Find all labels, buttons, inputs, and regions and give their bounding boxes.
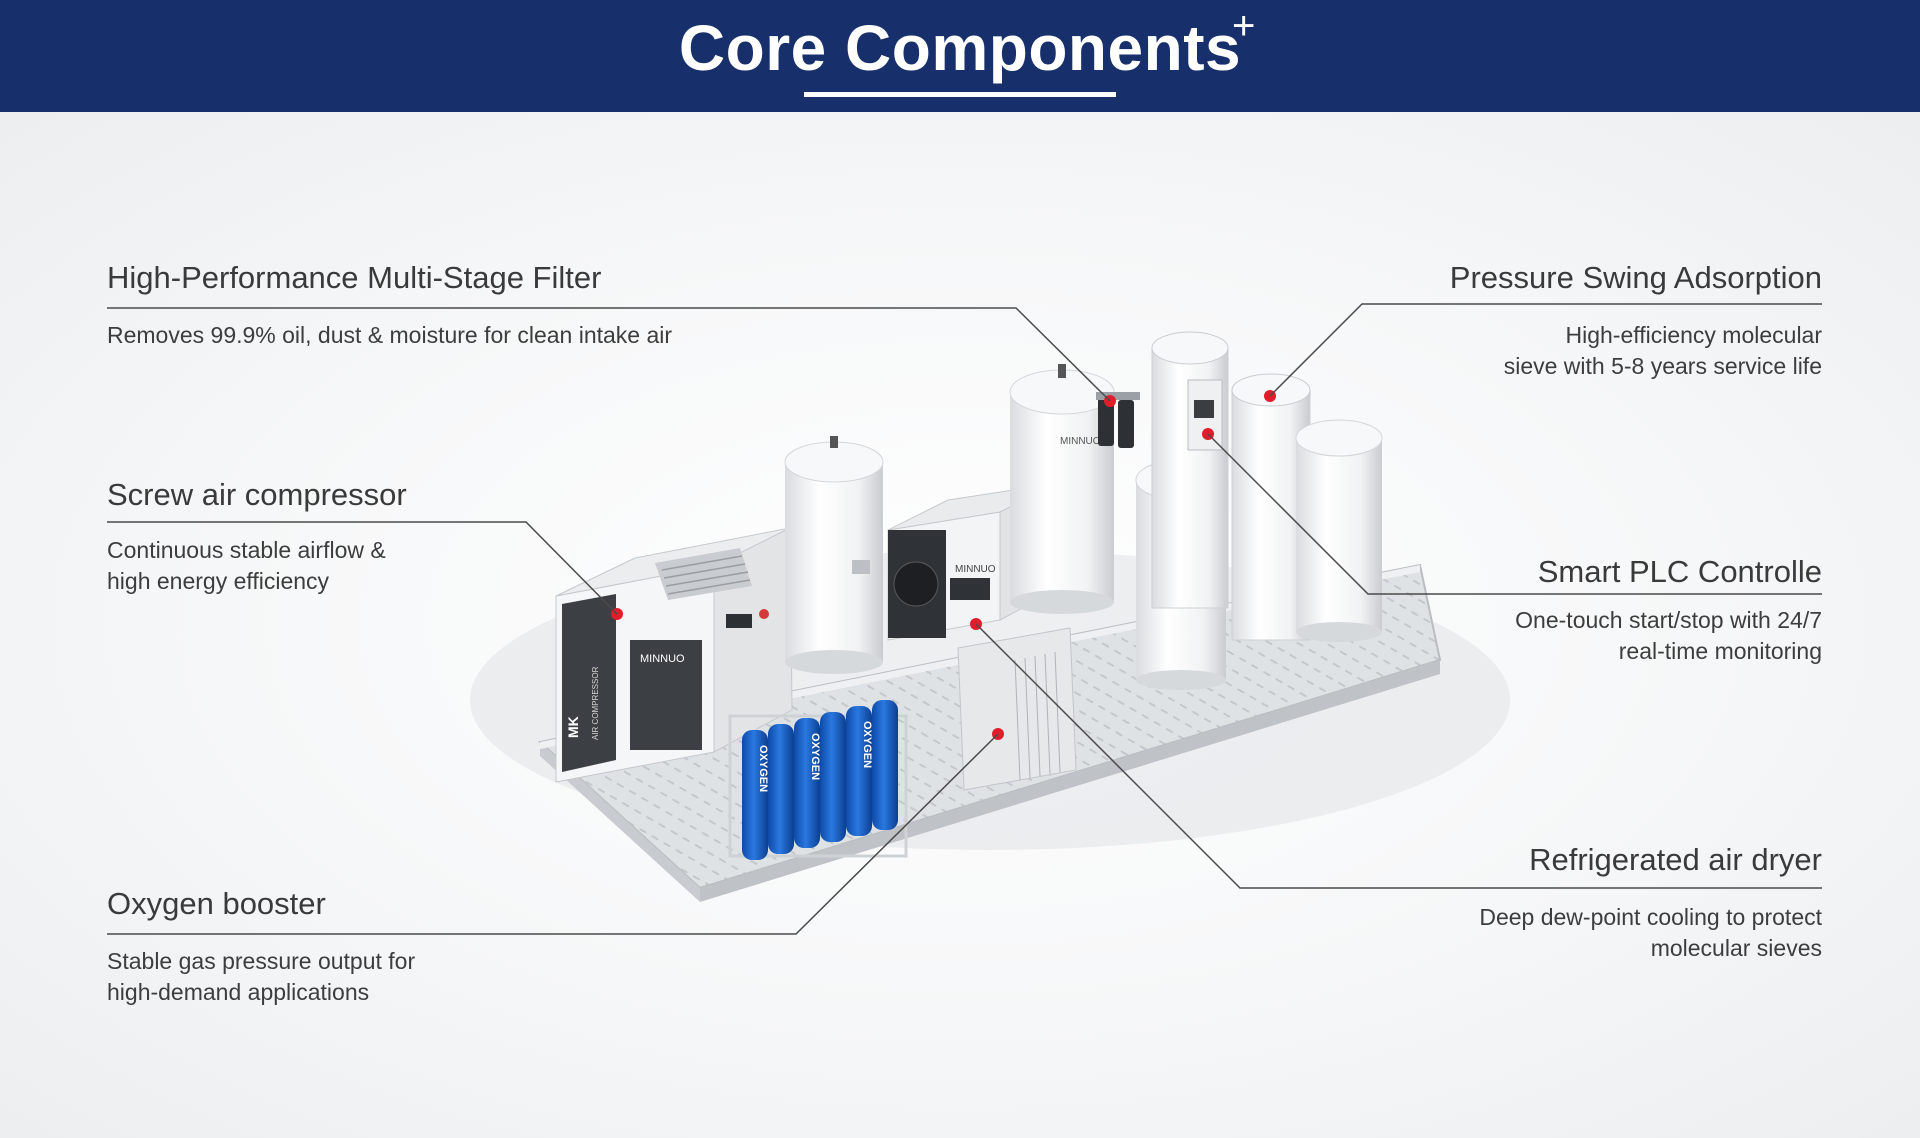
psa-title: Pressure Swing Adsorption bbox=[1449, 260, 1822, 295]
dryer-description: Deep dew-point cooling to protect molecu… bbox=[1479, 902, 1822, 964]
leader-filter bbox=[107, 307, 1111, 402]
compressor-description-line: high energy efficiency bbox=[107, 568, 330, 594]
compressor-description-line: Continuous stable airflow & bbox=[107, 537, 386, 563]
dryer-brand-text: MINNUO bbox=[955, 564, 996, 575]
dryer-title: Refrigerated air dryer bbox=[1529, 842, 1822, 877]
filter-description: Removes 99.9% oil, dust & moisture for c… bbox=[107, 320, 672, 351]
title-underline bbox=[804, 92, 1116, 97]
plc-description: One-touch start/stop with 24/7 real-time… bbox=[1515, 605, 1822, 667]
filter-description-line: Removes 99.9% oil, dust & moisture for c… bbox=[107, 322, 673, 348]
booster-title: Oxygen booster bbox=[107, 886, 326, 921]
cylinder-label: OXYGEN bbox=[809, 733, 821, 780]
psa-description-line: High-efficiency molecular bbox=[1565, 322, 1822, 348]
cylinder-label: OXYGEN bbox=[757, 745, 769, 792]
compressor-description: Continuous stable airflow & high energy … bbox=[107, 535, 386, 597]
leader-booster bbox=[107, 733, 999, 935]
compressor-sub-text: AIR COMPRESSOR bbox=[591, 666, 600, 740]
screw-air-compressor-unit: MINNUO MK AIR COMPRESSOR bbox=[555, 527, 793, 783]
air-receiver-tank-1 bbox=[784, 436, 884, 674]
cylinder-label: OXYGEN bbox=[861, 721, 873, 768]
title-plus-mark: + bbox=[1232, 4, 1256, 48]
filter-title: High-Performance Multi-Stage Filter bbox=[107, 260, 602, 295]
plc-title: Smart PLC Controlle bbox=[1537, 554, 1822, 589]
booster-description: Stable gas pressure output for high-dema… bbox=[107, 946, 415, 1008]
tank-brand-text: MINNUO bbox=[1060, 436, 1101, 447]
plc-description-line: real-time monitoring bbox=[1618, 638, 1822, 664]
psa-adsorption-towers bbox=[1151, 331, 1383, 642]
psa-description-line: sieve with 5-8 years service life bbox=[1503, 353, 1822, 379]
leader-dryer bbox=[975, 623, 1822, 889]
compressor-model-text: MK bbox=[565, 716, 581, 738]
multi-stage-filter-unit bbox=[1096, 392, 1140, 448]
leader-plc bbox=[1207, 433, 1822, 595]
booster-description-line: high-demand applications bbox=[107, 979, 370, 1005]
compressor-title: Screw air compressor bbox=[107, 477, 407, 512]
dryer-description-line: Deep dew-point cooling to protect bbox=[1479, 904, 1822, 930]
page-title-text: Core Components bbox=[678, 12, 1242, 84]
oxygen-cylinder-rack: OXYGEN OXYGEN OXYGEN bbox=[728, 700, 908, 860]
compressor-brand-text: MINNUO bbox=[640, 653, 685, 665]
psa-description: High-efficiency molecular sieve with 5-8… bbox=[1504, 320, 1822, 382]
page-title: Core Components bbox=[0, 6, 1920, 90]
leader-psa bbox=[1269, 303, 1822, 397]
air-receiver-tank-2: MINNUO bbox=[1009, 364, 1115, 614]
plc-description-line: One-touch start/stop with 24/7 bbox=[1515, 607, 1822, 633]
booster-description-line: Stable gas pressure output for bbox=[107, 948, 416, 974]
leader-compressor bbox=[107, 521, 618, 615]
dryer-description-line: molecular sieves bbox=[1650, 935, 1822, 961]
